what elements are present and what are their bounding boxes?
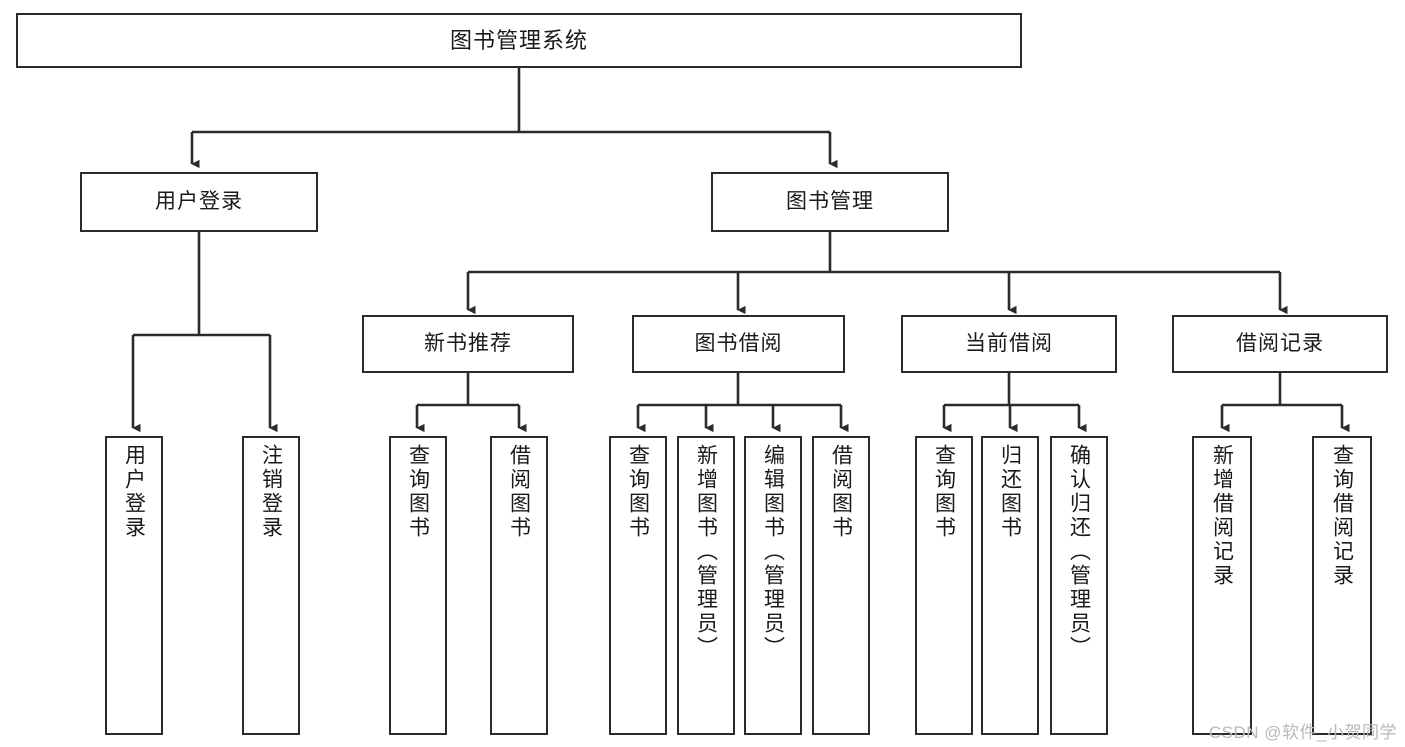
node-label: 归还图书: [998, 444, 1022, 540]
watermark-text: CSDN @软件_小贺同学: [1208, 723, 1397, 742]
node-label: 编辑图书（管理员）: [761, 444, 785, 660]
leaf-borrow-book[interactable]: 借阅图书: [812, 436, 870, 735]
node-label: 新增图书（管理员）: [694, 444, 718, 660]
node-label: 用户登录: [122, 444, 146, 540]
node-label: 查询图书: [626, 444, 650, 540]
node-label: 当前借阅: [965, 331, 1053, 355]
leaf-add-borrow-record[interactable]: 新增借阅记录: [1192, 436, 1252, 735]
node-label: 注销登录: [259, 444, 283, 540]
node-label: 确认归还（管理员）: [1067, 444, 1091, 660]
leaf-query-book-recommend[interactable]: 查询图书: [389, 436, 447, 735]
leaf-return-book[interactable]: 归还图书: [981, 436, 1039, 735]
leaf-logout[interactable]: 注销登录: [242, 436, 300, 735]
node-label: 查询借阅记录: [1330, 444, 1354, 588]
leaf-query-book-current[interactable]: 查询图书: [915, 436, 973, 735]
node-label: 借阅图书: [829, 444, 853, 540]
node-current-borrow[interactable]: 当前借阅: [901, 315, 1117, 373]
leaf-query-borrow-record[interactable]: 查询借阅记录: [1312, 436, 1372, 735]
node-borrow-record[interactable]: 借阅记录: [1172, 315, 1388, 373]
node-label: 图书管理: [786, 189, 874, 213]
node-label: 借阅图书: [507, 444, 531, 540]
leaf-borrow-book-recommend[interactable]: 借阅图书: [490, 436, 548, 735]
leaf-user-login[interactable]: 用户登录: [105, 436, 163, 735]
node-book-management[interactable]: 图书管理: [711, 172, 949, 232]
node-label: 新书推荐: [424, 331, 512, 355]
node-label: 查询图书: [406, 444, 430, 540]
node-label: 新增借阅记录: [1210, 444, 1234, 588]
node-user-login[interactable]: 用户登录: [80, 172, 318, 232]
node-book-borrow[interactable]: 图书借阅: [632, 315, 845, 373]
node-label: 图书管理系统: [449, 27, 588, 53]
leaf-query-book-borrow[interactable]: 查询图书: [609, 436, 667, 735]
node-label: 用户登录: [155, 189, 243, 213]
node-label: 图书借阅: [694, 331, 783, 355]
node-label: 借阅记录: [1236, 331, 1324, 355]
leaf-confirm-return[interactable]: 确认归还（管理员）: [1050, 436, 1108, 735]
leaf-edit-book[interactable]: 编辑图书（管理员）: [744, 436, 802, 735]
node-new-book-recommend[interactable]: 新书推荐: [362, 315, 574, 373]
node-root-system[interactable]: 图书管理系统: [16, 13, 1022, 68]
leaf-add-book[interactable]: 新增图书（管理员）: [677, 436, 735, 735]
node-label: 查询图书: [932, 444, 956, 540]
